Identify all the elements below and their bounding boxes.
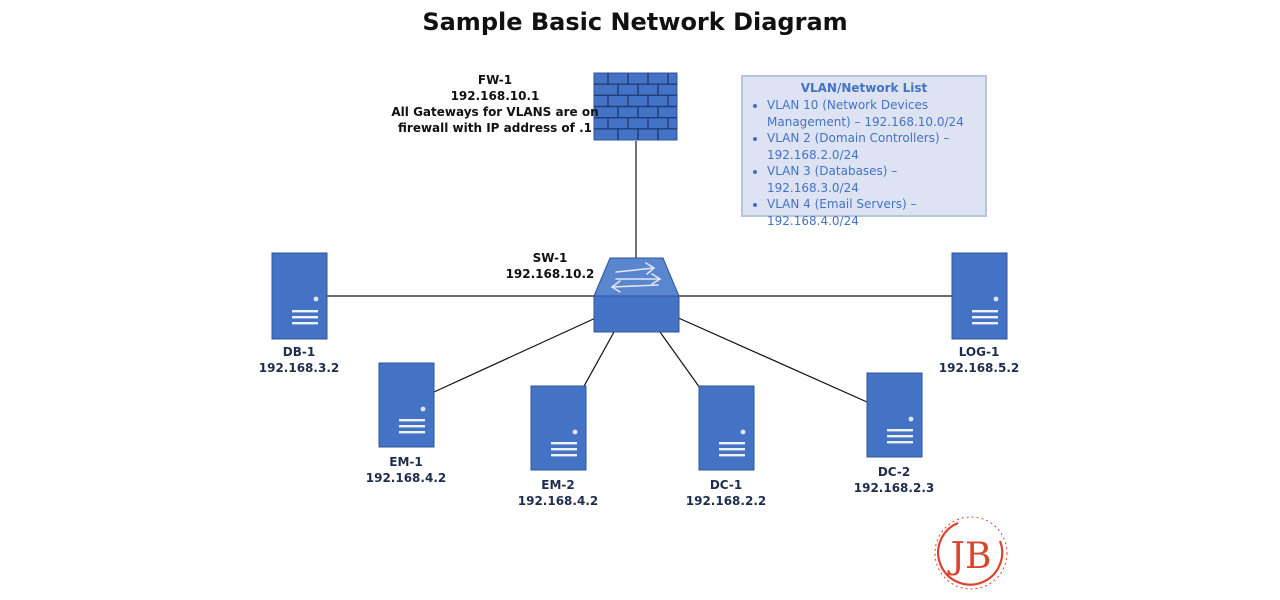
server-ip: 192.168.5.2 (938, 361, 1020, 375)
firewall-ip: 192.168.10.1 (450, 89, 540, 103)
vlan-list-heading: VLAN/Network List (800, 81, 928, 95)
server-label-dc-2: DC-2 192.168.2.3 (844, 464, 944, 496)
vlan-list-item: VLAN 3 (Databases) – 192.168.3.0/24 (767, 163, 985, 196)
server-label-em-2: EM-2 192.168.4.2 (508, 477, 608, 509)
server-label-dc-1: DC-1 192.168.2.2 (676, 477, 776, 509)
server-ip: 192.168.4.2 (517, 494, 599, 508)
svg-text:JB: JB (947, 536, 992, 577)
server-ip: 192.168.2.3 (853, 481, 935, 495)
switch-name: SW-1 (532, 251, 568, 265)
server-icon-dc-2 (866, 372, 923, 458)
server-ip: 192.168.4.2 (365, 471, 447, 485)
server-icon-db-1 (271, 252, 328, 340)
vlan-list-item: VLAN 4 (Email Servers) – 192.168.4.0/24 (767, 196, 985, 229)
server-label-db-1: DB-1 192.168.3.2 (249, 344, 349, 376)
link-em1-sw (433, 315, 601, 393)
server-label-em-1: EM-1 192.168.4.2 (356, 454, 456, 486)
link-em2-sw (582, 331, 615, 389)
jb-logo-icon: JB (934, 516, 1008, 590)
firewall-note-line1: All Gateways for VLANS are on (391, 105, 599, 119)
server-name: DC-1 (709, 478, 743, 492)
server-name: DB-1 (282, 345, 316, 359)
firewall-note-line2: firewall with IP address of .1 (398, 121, 592, 135)
server-icon-log-1 (951, 252, 1008, 340)
server-icon-em-2 (530, 385, 587, 471)
server-ip: 192.168.2.2 (685, 494, 767, 508)
firewall-label: FW-1 192.168.10.1 All Gateways for VLANS… (385, 72, 605, 136)
server-name: EM-1 (389, 455, 423, 469)
server-name: EM-2 (541, 478, 575, 492)
server-label-log-1: LOG-1 192.168.5.2 (929, 344, 1029, 376)
switch-label: SW-1 192.168.10.2 (495, 250, 605, 282)
links (327, 141, 952, 403)
switch-icon (593, 257, 680, 333)
firewall-icon (593, 72, 678, 141)
server-icon-em-1 (378, 362, 435, 448)
server-ip: 192.168.3.2 (258, 361, 340, 375)
server-name: LOG-1 (958, 345, 1000, 359)
vlan-list-box: VLAN/Network List VLAN 10 (Network Devic… (741, 75, 987, 228)
server-icon-dc-1 (698, 385, 755, 471)
link-dc1-sw (659, 331, 701, 389)
vlan-list: VLAN 10 (Network Devices Management) – 1… (743, 97, 985, 229)
page-title: Sample Basic Network Diagram (422, 8, 848, 36)
vlan-list-item: VLAN 2 (Domain Controllers) – 192.168.2.… (767, 130, 985, 163)
switch-ip: 192.168.10.2 (505, 267, 595, 281)
vlan-list-item: VLAN 10 (Network Devices Management) – 1… (767, 97, 985, 130)
firewall-name: FW-1 (477, 73, 513, 87)
link-dc2-sw (673, 315, 868, 403)
server-name: DC-2 (877, 465, 911, 479)
